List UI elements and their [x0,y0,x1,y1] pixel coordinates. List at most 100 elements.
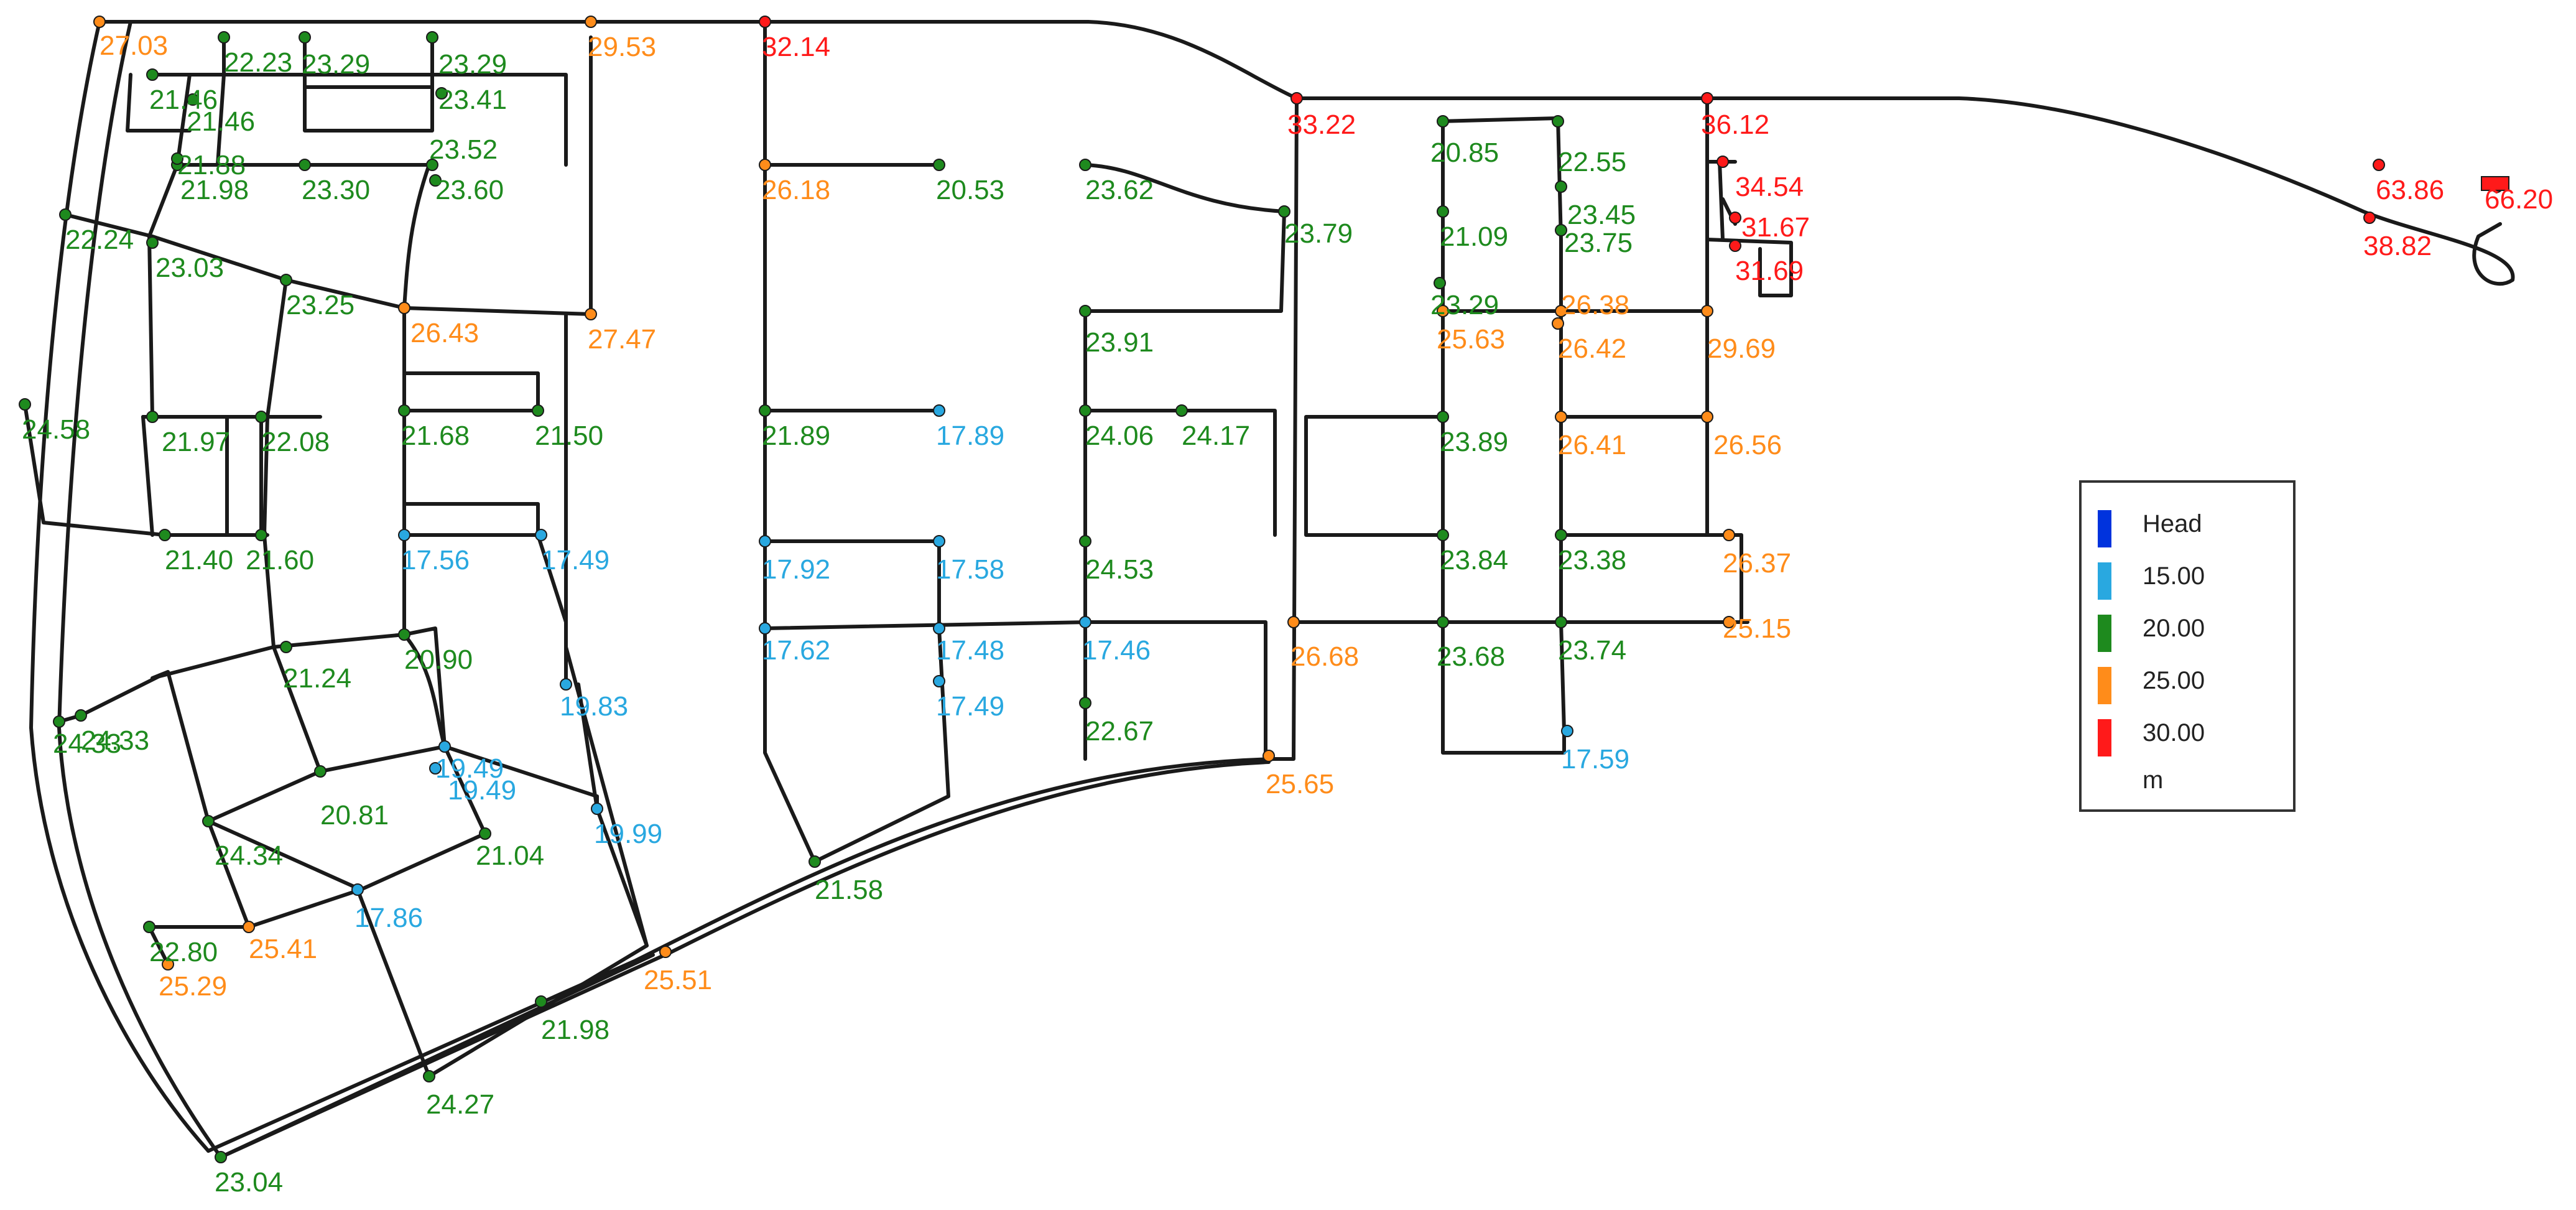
junction-node[interactable] [146,68,159,81]
junction-node[interactable] [1437,616,1449,628]
junction-node[interactable] [535,995,547,1008]
junction-node[interactable] [398,302,410,314]
junction-node[interactable] [1555,616,1567,628]
junction-node[interactable] [1079,305,1091,317]
junction-node[interactable] [1723,616,1735,628]
junction-node[interactable] [423,1070,435,1082]
junction-node[interactable] [1437,115,1449,128]
junction-node[interactable] [1717,156,1729,168]
junction-node[interactable] [218,31,230,44]
junction-node[interactable] [2373,159,2385,171]
junction-node[interactable] [933,404,945,417]
junction-node[interactable] [280,274,292,286]
junction-node[interactable] [1287,616,1300,628]
junction-node[interactable] [759,404,771,417]
junction-node[interactable] [1079,697,1091,709]
junction-node[interactable] [1175,404,1188,417]
junction-node[interactable] [59,208,72,221]
junction-node[interactable] [1437,411,1449,423]
junction-node[interactable] [479,827,491,840]
junction-node[interactable] [585,308,597,320]
junction-node[interactable] [659,946,672,958]
junction-node[interactable] [398,529,410,541]
junction-node[interactable] [299,31,311,44]
junction-node[interactable] [1278,205,1290,218]
junction-node[interactable] [535,529,547,541]
junction-node[interactable] [351,883,364,896]
junction-node[interactable] [1079,535,1091,547]
node-head-label: 23.60 [435,175,504,205]
junction-node[interactable] [933,622,945,635]
junction-node[interactable] [1552,115,1564,128]
junction-node[interactable] [808,855,821,868]
junction-node[interactable] [1701,305,1713,317]
node-head-label: 25.29 [159,971,227,1002]
junction-node[interactable] [1437,305,1449,317]
junction-node[interactable] [1555,180,1567,193]
junction-node[interactable] [1434,277,1446,289]
junction-node[interactable] [1552,317,1564,330]
junction-node[interactable] [202,815,215,827]
junction-node[interactable] [1079,159,1091,171]
junction-node[interactable] [933,535,945,547]
pipe [206,96,1299,1153]
junction-node[interactable] [1555,224,1567,236]
junction-node[interactable] [187,93,199,106]
junction-node[interactable] [215,1151,227,1163]
pipe [1559,309,1743,624]
junction-node[interactable] [19,398,31,411]
junction-node[interactable] [1079,404,1091,417]
node-head-label: 23.29 [1430,290,1499,320]
junction-node[interactable] [398,628,410,641]
junction-node[interactable] [532,404,544,417]
junction-node[interactable] [243,921,255,933]
junction-node[interactable] [933,159,945,171]
junction-node[interactable] [93,16,106,28]
junction-node[interactable] [146,236,159,249]
junction-node[interactable] [1701,92,1713,105]
junction-node[interactable] [171,152,183,165]
junction-node[interactable] [53,715,65,728]
junction-node[interactable] [585,16,597,28]
junction-node[interactable] [255,411,267,423]
junction-node[interactable] [426,31,438,44]
junction-node[interactable] [1555,529,1567,541]
junction-node[interactable] [759,535,771,547]
junction-node[interactable] [398,404,410,417]
junction-node[interactable] [159,529,171,541]
reservoir-icon[interactable] [2481,176,2509,191]
junction-node[interactable] [435,87,448,100]
junction-node[interactable] [560,678,572,691]
junction-node[interactable] [255,529,267,541]
junction-node[interactable] [1555,305,1567,317]
junction-node[interactable] [759,159,771,171]
junction-node[interactable] [1723,529,1735,541]
junction-node[interactable] [933,675,945,687]
junction-node[interactable] [1701,411,1713,423]
junction-node[interactable] [1263,750,1275,762]
junction-node[interactable] [1437,205,1449,218]
junction-node[interactable] [426,159,438,171]
junction-node[interactable] [438,740,451,753]
junction-node[interactable] [1729,240,1741,252]
junction-node[interactable] [146,411,159,423]
junction-node[interactable] [1437,529,1449,541]
junction-node[interactable] [143,921,155,933]
junction-node[interactable] [591,803,603,815]
junction-node[interactable] [280,641,292,653]
junction-node[interactable] [1555,411,1567,423]
junction-node[interactable] [1561,725,1573,737]
junction-node[interactable] [314,765,327,778]
node-head-label: 38.82 [2363,231,2432,261]
junction-node[interactable] [1729,212,1741,224]
junction-node[interactable] [429,174,442,187]
junction-node[interactable] [75,709,87,722]
junction-node[interactable] [759,16,771,28]
junction-node[interactable] [1290,92,1303,105]
junction-node[interactable] [429,762,442,775]
junction-node[interactable] [759,622,771,635]
junction-node[interactable] [2363,212,2376,224]
junction-node[interactable] [1079,616,1091,628]
junction-node[interactable] [299,159,311,171]
junction-node[interactable] [162,958,174,970]
